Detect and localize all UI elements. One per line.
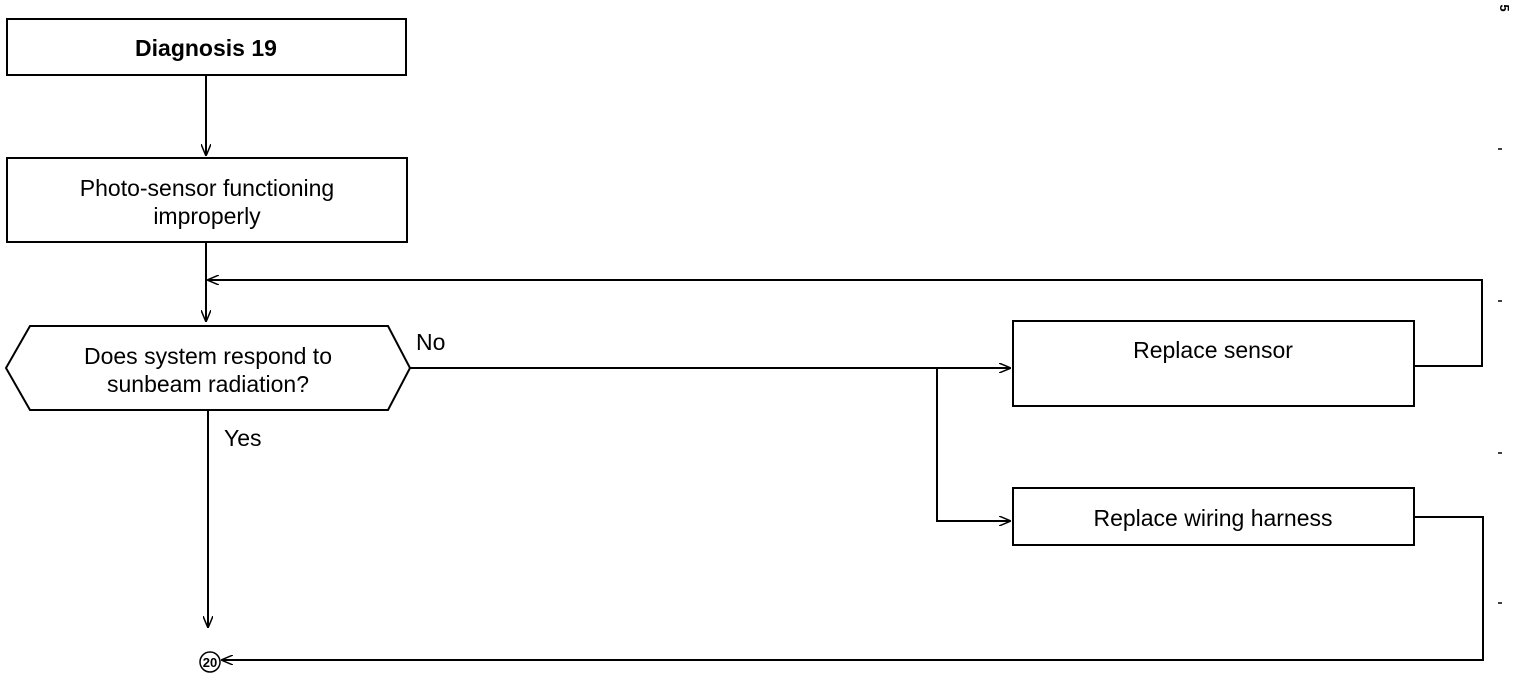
margin-marks: 5 (1497, 4, 1512, 604)
node-replace-sensor-label: Replace sensor (1133, 337, 1293, 363)
connector-20-label: 20 (203, 655, 217, 670)
connector-20: 20 (199, 651, 221, 673)
node-decision: Does system respond to sunbeam radiation… (4, 325, 412, 411)
node-photo-sensor: Photo-sensor functioning improperly (6, 157, 408, 243)
node-replace-harness: Replace wiring harness (1012, 487, 1415, 546)
edge-label-yes: Yes (224, 425, 262, 451)
node-replace-harness-label: Replace wiring harness (1093, 505, 1332, 531)
edge-label-no: No (416, 329, 445, 355)
edge-sensor-loop-back (208, 280, 1483, 367)
node-diagnosis-19: Diagnosis 19 (6, 18, 407, 76)
edge-harness-to-connector (222, 516, 1484, 660)
node-decision-line1: Does system respond to (84, 343, 332, 369)
node-photo-sensor-line2: improperly (153, 203, 261, 229)
node-decision-line2: sunbeam radiation? (107, 371, 309, 397)
node-diagnosis-19-label: Diagnosis 19 (135, 35, 277, 61)
margin-mark: 5 (1497, 4, 1512, 11)
node-photo-sensor-line1: Photo-sensor functioning (80, 175, 334, 201)
edge-no-to-replace-harness (936, 368, 1010, 521)
node-replace-sensor: Replace sensor (1012, 320, 1415, 407)
